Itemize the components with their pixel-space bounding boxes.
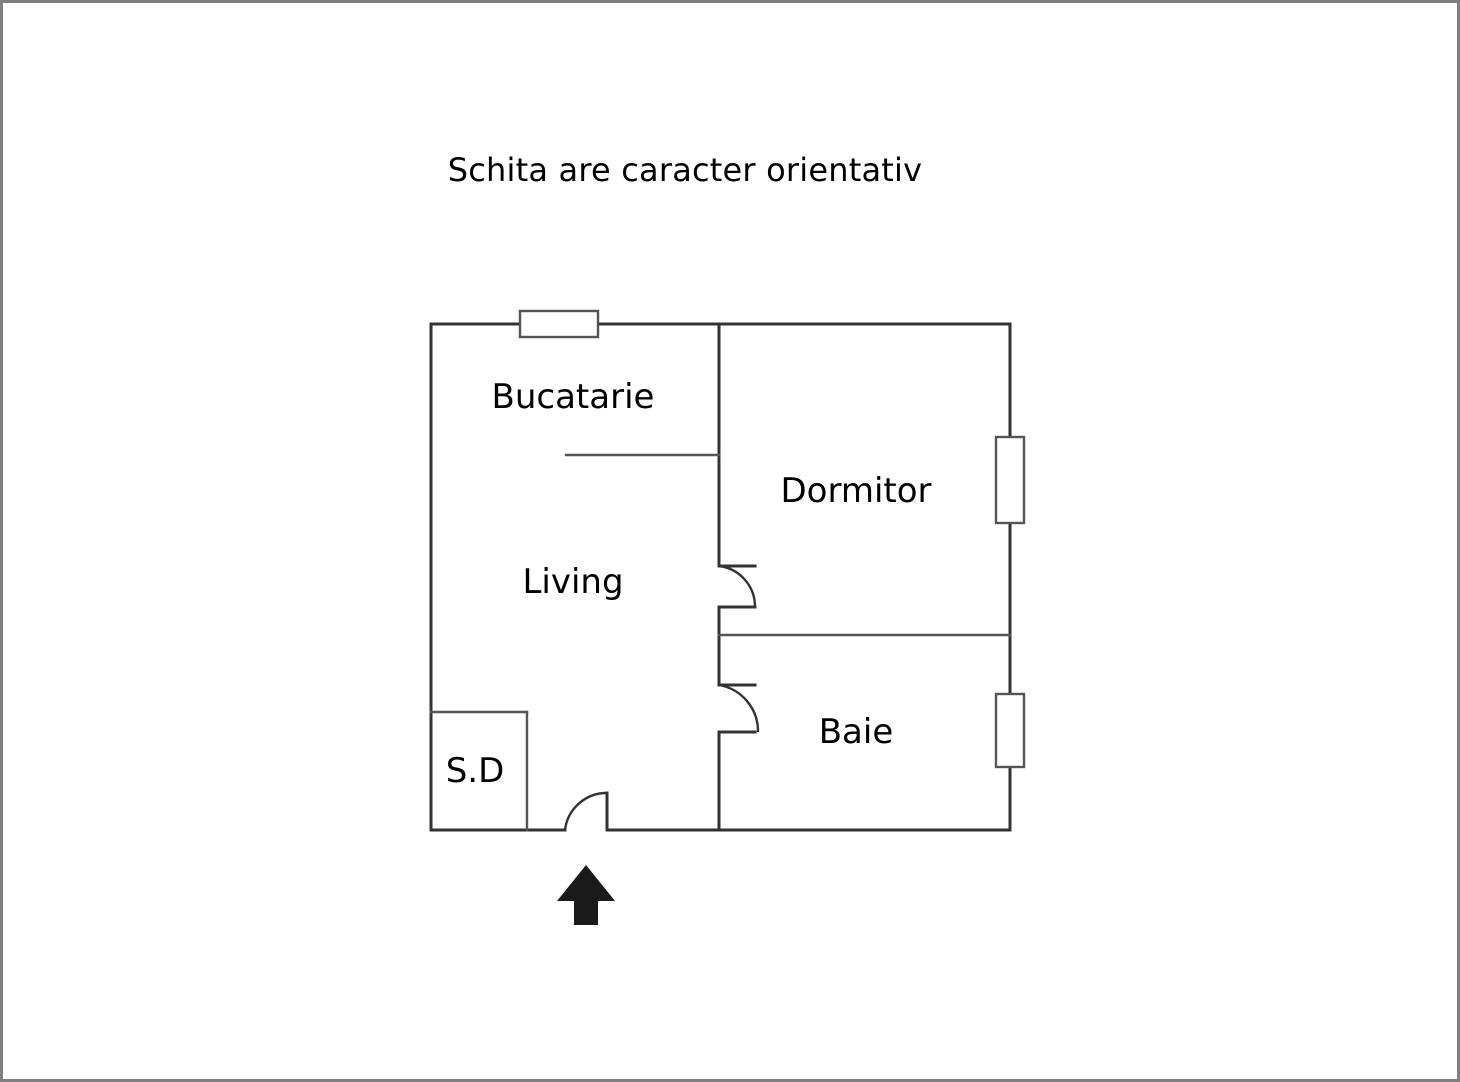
room-label-baie: Baie: [819, 712, 894, 752]
room-label-sd: S.D: [446, 751, 505, 791]
page-title: Schita are caracter orientativ: [447, 151, 923, 189]
room-label-bucatarie: Bucatarie: [492, 377, 655, 417]
room-label-dormitor: Dormitor: [780, 471, 931, 511]
door-swing-entrance: [563, 791, 608, 831]
window-dormitor-right: [994, 435, 1026, 525]
north-arrow-icon: [557, 865, 615, 925]
door-swing-baie: [718, 683, 760, 733]
floorplan-drawing: Bucatarie Living Dormitor Baie S.D: [429, 309, 1026, 925]
window-baie-right: [994, 692, 1026, 769]
window-bucatarie-top: [518, 309, 600, 339]
door-swing-dormitor: [718, 564, 757, 608]
room-label-living: Living: [522, 562, 623, 602]
